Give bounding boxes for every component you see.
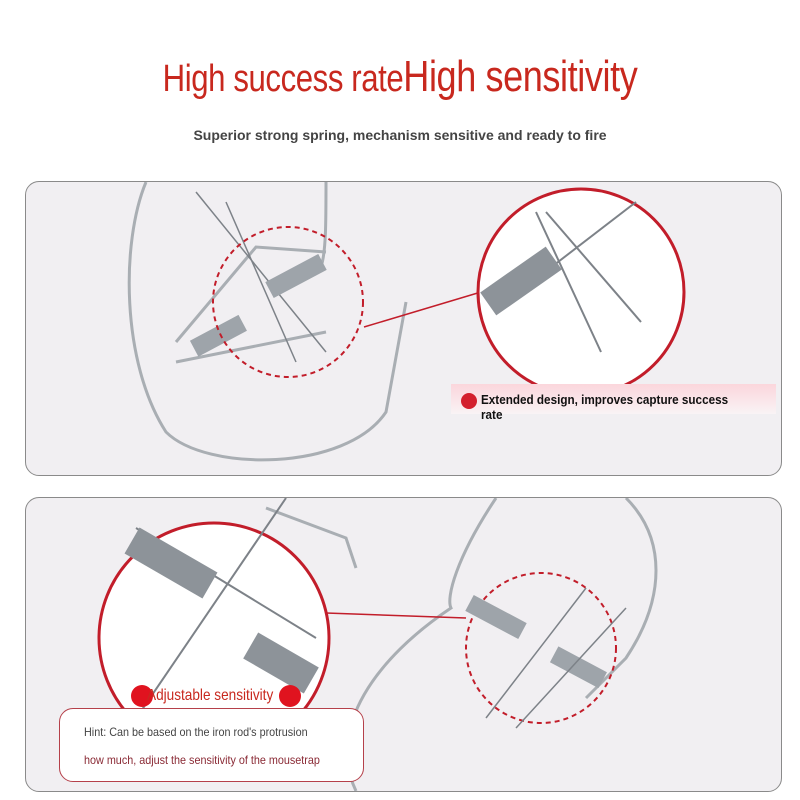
bullet-dot-icon — [461, 393, 477, 409]
hint-box: Hint: Can be based on the iron rod's pro… — [59, 708, 364, 782]
caption-text: Extended design, improves capture succes… — [481, 392, 729, 422]
caption-adjustable-sensitivity: Adjustable sensitivity — [131, 683, 301, 709]
bullet-dot-icon — [279, 685, 301, 707]
detail-circle-small — [212, 226, 364, 378]
caption-extended-design: Extended design, improves capture succes… — [451, 384, 776, 422]
bullet-dot-icon — [131, 685, 153, 707]
mousetrap-illustration-bottom — [97, 498, 658, 791]
headline-part1: High success rate — [162, 58, 404, 100]
caption-text: Adjustable sensitivity — [147, 687, 274, 704]
detail-circle-small — [465, 572, 617, 724]
subtitle: Superior strong spring, mechanism sensit… — [193, 127, 607, 143]
bottom-product-panel: Adjustable sensitivity Hint: Can be base… — [25, 497, 782, 792]
hint-line-1: Hint: Can be based on the iron rod's pro… — [84, 725, 308, 739]
mousetrap-illustration-top — [127, 182, 686, 462]
headline: High success rateHigh sensitivity — [72, 52, 728, 102]
headline-part2: High sensitivity — [403, 52, 638, 101]
hint-line-2: how much, adjust the sensitivity of the … — [84, 753, 320, 767]
top-product-panel: Extended design, improves capture succes… — [25, 181, 782, 476]
